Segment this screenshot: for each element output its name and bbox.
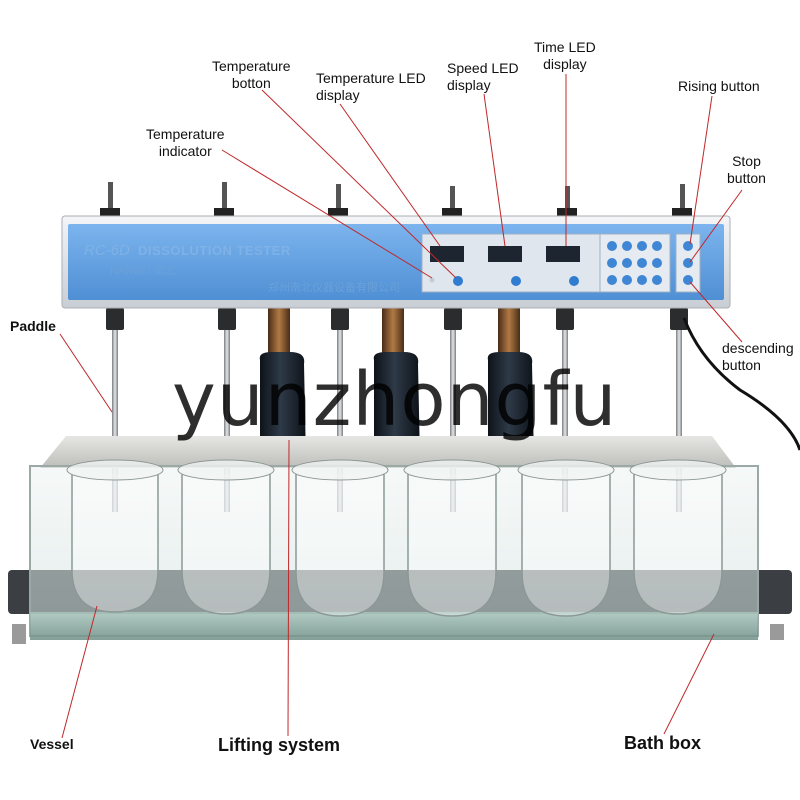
vessels	[66, 459, 727, 617]
paddle-shaft	[337, 312, 343, 512]
model-label: RC-6D	[84, 242, 130, 259]
vessel	[295, 474, 385, 617]
label-bath-box: Bath box	[624, 733, 702, 753]
numeric-keypad[interactable]	[607, 241, 662, 285]
bath-box-bottom	[30, 612, 758, 640]
vessel	[407, 474, 497, 617]
paddle-shaft	[676, 312, 682, 512]
vessel	[181, 474, 271, 615]
label-temperature-led: Temperature LED display	[316, 70, 426, 103]
paddle-shaft	[562, 312, 568, 512]
temperature-button[interactable]	[453, 276, 463, 286]
top-spindles	[100, 182, 692, 220]
brand-label: NANBEI 南北	[110, 265, 177, 277]
speed-button[interactable]	[511, 276, 521, 286]
lifting-columns	[259, 305, 534, 460]
paddle-shafts	[106, 308, 688, 512]
time-button[interactable]	[569, 276, 579, 286]
label-speed-led: Speed LED display	[447, 60, 519, 93]
speed-led-display	[488, 246, 522, 262]
watermark-text: yunzhongfu	[172, 357, 618, 443]
leader-lines	[59, 74, 743, 739]
time-led-display	[546, 246, 580, 262]
vessel	[521, 474, 611, 617]
label-rising-button: Rising button	[678, 78, 760, 94]
paddle-shaft	[450, 312, 456, 512]
vessel	[71, 474, 159, 613]
label-vessel: Vessel	[30, 736, 74, 752]
label-time-led: Time LED display	[534, 39, 596, 72]
label-stop-button: Stop button	[727, 153, 766, 186]
paddle-shaft	[224, 312, 230, 512]
label-paddle: Paddle	[10, 318, 56, 334]
power-cable	[682, 317, 800, 451]
label-lifting-system: Lifting system	[218, 735, 341, 755]
label-temperature-indicator: Temperature indicator	[146, 126, 225, 159]
label-descending-button: descending button	[722, 340, 794, 373]
label-temperature-button: Temperature botton	[212, 58, 291, 91]
vessel	[633, 474, 723, 615]
temperature-indicator-light	[429, 277, 435, 283]
company-label: 郑州南北仪器设备有限公司	[268, 282, 400, 294]
paddle-shaft	[112, 312, 118, 512]
base-foot-left	[12, 624, 26, 644]
product-label: DISSOLUTION TESTER	[138, 243, 291, 258]
bath-box-glass	[29, 465, 759, 637]
temperature-led-display	[430, 246, 464, 262]
rising-button[interactable]	[683, 241, 693, 251]
base-foot-right	[770, 624, 784, 640]
